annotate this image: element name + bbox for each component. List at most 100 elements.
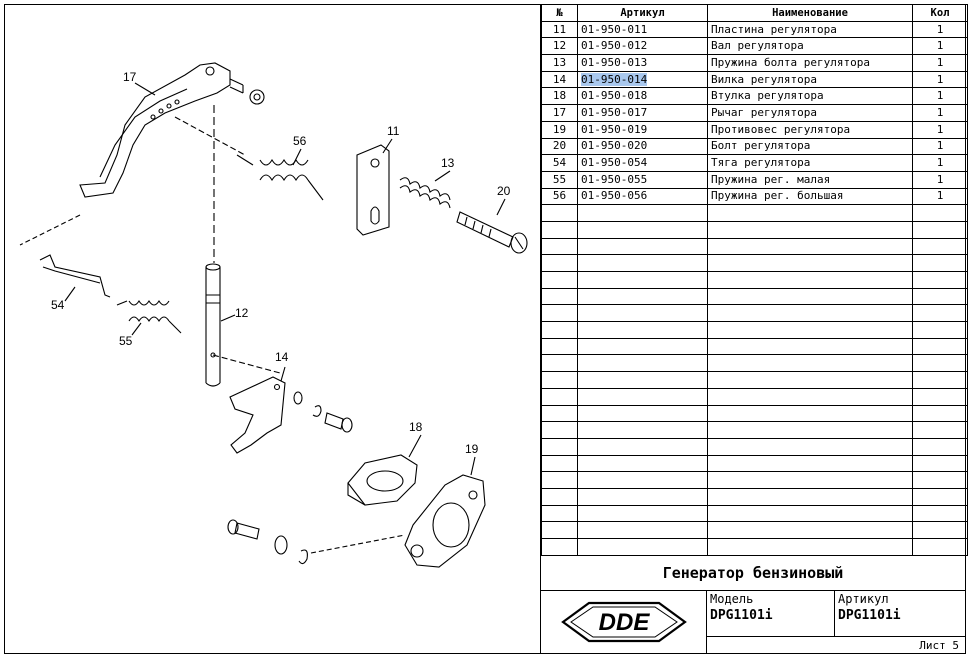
cell-article: 01-950-011 <box>577 20 708 39</box>
part-13-spring <box>399 177 451 209</box>
empty-cell <box>707 421 913 439</box>
empty-cell <box>912 237 968 256</box>
cell-qty: 1 <box>912 170 968 189</box>
empty-cell <box>541 437 578 456</box>
cell-article: 01-950-017 <box>577 104 708 122</box>
empty-table-row <box>541 421 968 439</box>
empty-table-row <box>541 521 968 539</box>
part-17-lever <box>79 62 265 198</box>
cell-article: 01-950-014 <box>577 70 708 89</box>
cell-qty: 1 <box>912 104 968 122</box>
cell-num: 12 <box>541 37 578 56</box>
empty-cell <box>912 387 968 406</box>
empty-cell <box>541 471 578 489</box>
callout-56: 56 <box>293 134 307 148</box>
empty-table-row <box>541 354 968 373</box>
empty-cell <box>577 304 708 323</box>
callout-55: 55 <box>119 334 133 348</box>
empty-table-row <box>541 237 968 256</box>
empty-cell <box>577 271 708 289</box>
cell-num: 13 <box>541 54 578 72</box>
empty-cell <box>912 504 968 523</box>
empty-cell <box>912 337 968 356</box>
empty-cell <box>541 220 578 239</box>
empty-cell <box>577 487 708 506</box>
article-label: Артикул <box>838 592 889 606</box>
header-qty: Кол <box>912 4 968 22</box>
empty-cell <box>541 254 578 272</box>
dde-logo: DDE <box>560 601 687 643</box>
empty-cell <box>707 321 913 339</box>
sheet-number: Лист 5 <box>919 639 959 652</box>
empty-table-row <box>541 454 968 473</box>
cell-num: 17 <box>541 104 578 122</box>
part-56-spring <box>236 154 324 201</box>
cell-article: 01-950-013 <box>577 54 708 72</box>
callout-54: 54 <box>51 298 65 312</box>
cell-name: Тяга регулятора <box>707 154 913 172</box>
empty-cell <box>541 521 578 539</box>
empty-cell <box>912 204 968 222</box>
title-block: Генератор бензиновый DDE Модель DPG1101i… <box>541 555 965 654</box>
cell-num: 54 <box>541 154 578 172</box>
empty-cell <box>707 354 913 373</box>
empty-cell <box>541 538 578 556</box>
header-article: Артикул <box>577 4 708 22</box>
empty-cell <box>577 454 708 473</box>
empty-cell <box>541 387 578 406</box>
empty-cell <box>541 287 578 306</box>
empty-cell <box>541 487 578 506</box>
empty-table-row <box>541 387 968 406</box>
empty-table-row <box>541 538 968 556</box>
highlighted-article[interactable]: 01-950-014 <box>581 72 648 86</box>
empty-table-row <box>541 304 968 323</box>
empty-cell <box>577 437 708 456</box>
part-14-fork <box>229 376 286 454</box>
cell-article: 01-950-020 <box>577 137 708 156</box>
article-value: DPG1101i <box>838 608 901 623</box>
empty-cell <box>577 521 708 539</box>
callout-17: 17 <box>123 70 137 84</box>
exploded-parts-drawing: 17 56 11 13 20 54 55 12 14 18 19 <box>19 62 528 568</box>
empty-cell <box>541 504 578 523</box>
empty-cell <box>707 204 913 222</box>
model-cell: Модель DPG1101i <box>707 590 835 637</box>
cell-num: 56 <box>541 187 578 206</box>
empty-cell <box>912 254 968 272</box>
empty-table-row <box>541 437 968 456</box>
empty-cell <box>541 237 578 256</box>
callout-11: 11 <box>387 124 400 138</box>
part-19-counterweight <box>404 474 486 568</box>
empty-cell <box>577 471 708 489</box>
cell-article: 01-950-054 <box>577 154 708 172</box>
empty-table-row <box>541 321 968 339</box>
empty-cell <box>912 538 968 556</box>
cell-name: Пружина рег. большая <box>707 187 913 206</box>
empty-cell <box>577 387 708 406</box>
logo-cell: DDE <box>541 590 707 654</box>
cell-article: 01-950-019 <box>577 120 708 139</box>
empty-cell <box>912 321 968 339</box>
empty-cell <box>912 454 968 473</box>
empty-cell <box>912 371 968 389</box>
callout-14: 14 <box>275 350 289 364</box>
empty-cell <box>707 237 913 256</box>
cell-num: 11 <box>541 20 578 39</box>
empty-cell <box>541 454 578 473</box>
empty-cell <box>541 204 578 222</box>
cell-qty: 1 <box>912 120 968 139</box>
empty-cell <box>707 220 913 239</box>
cell-num: 14 <box>541 70 578 89</box>
part-12-shaft <box>205 263 221 387</box>
